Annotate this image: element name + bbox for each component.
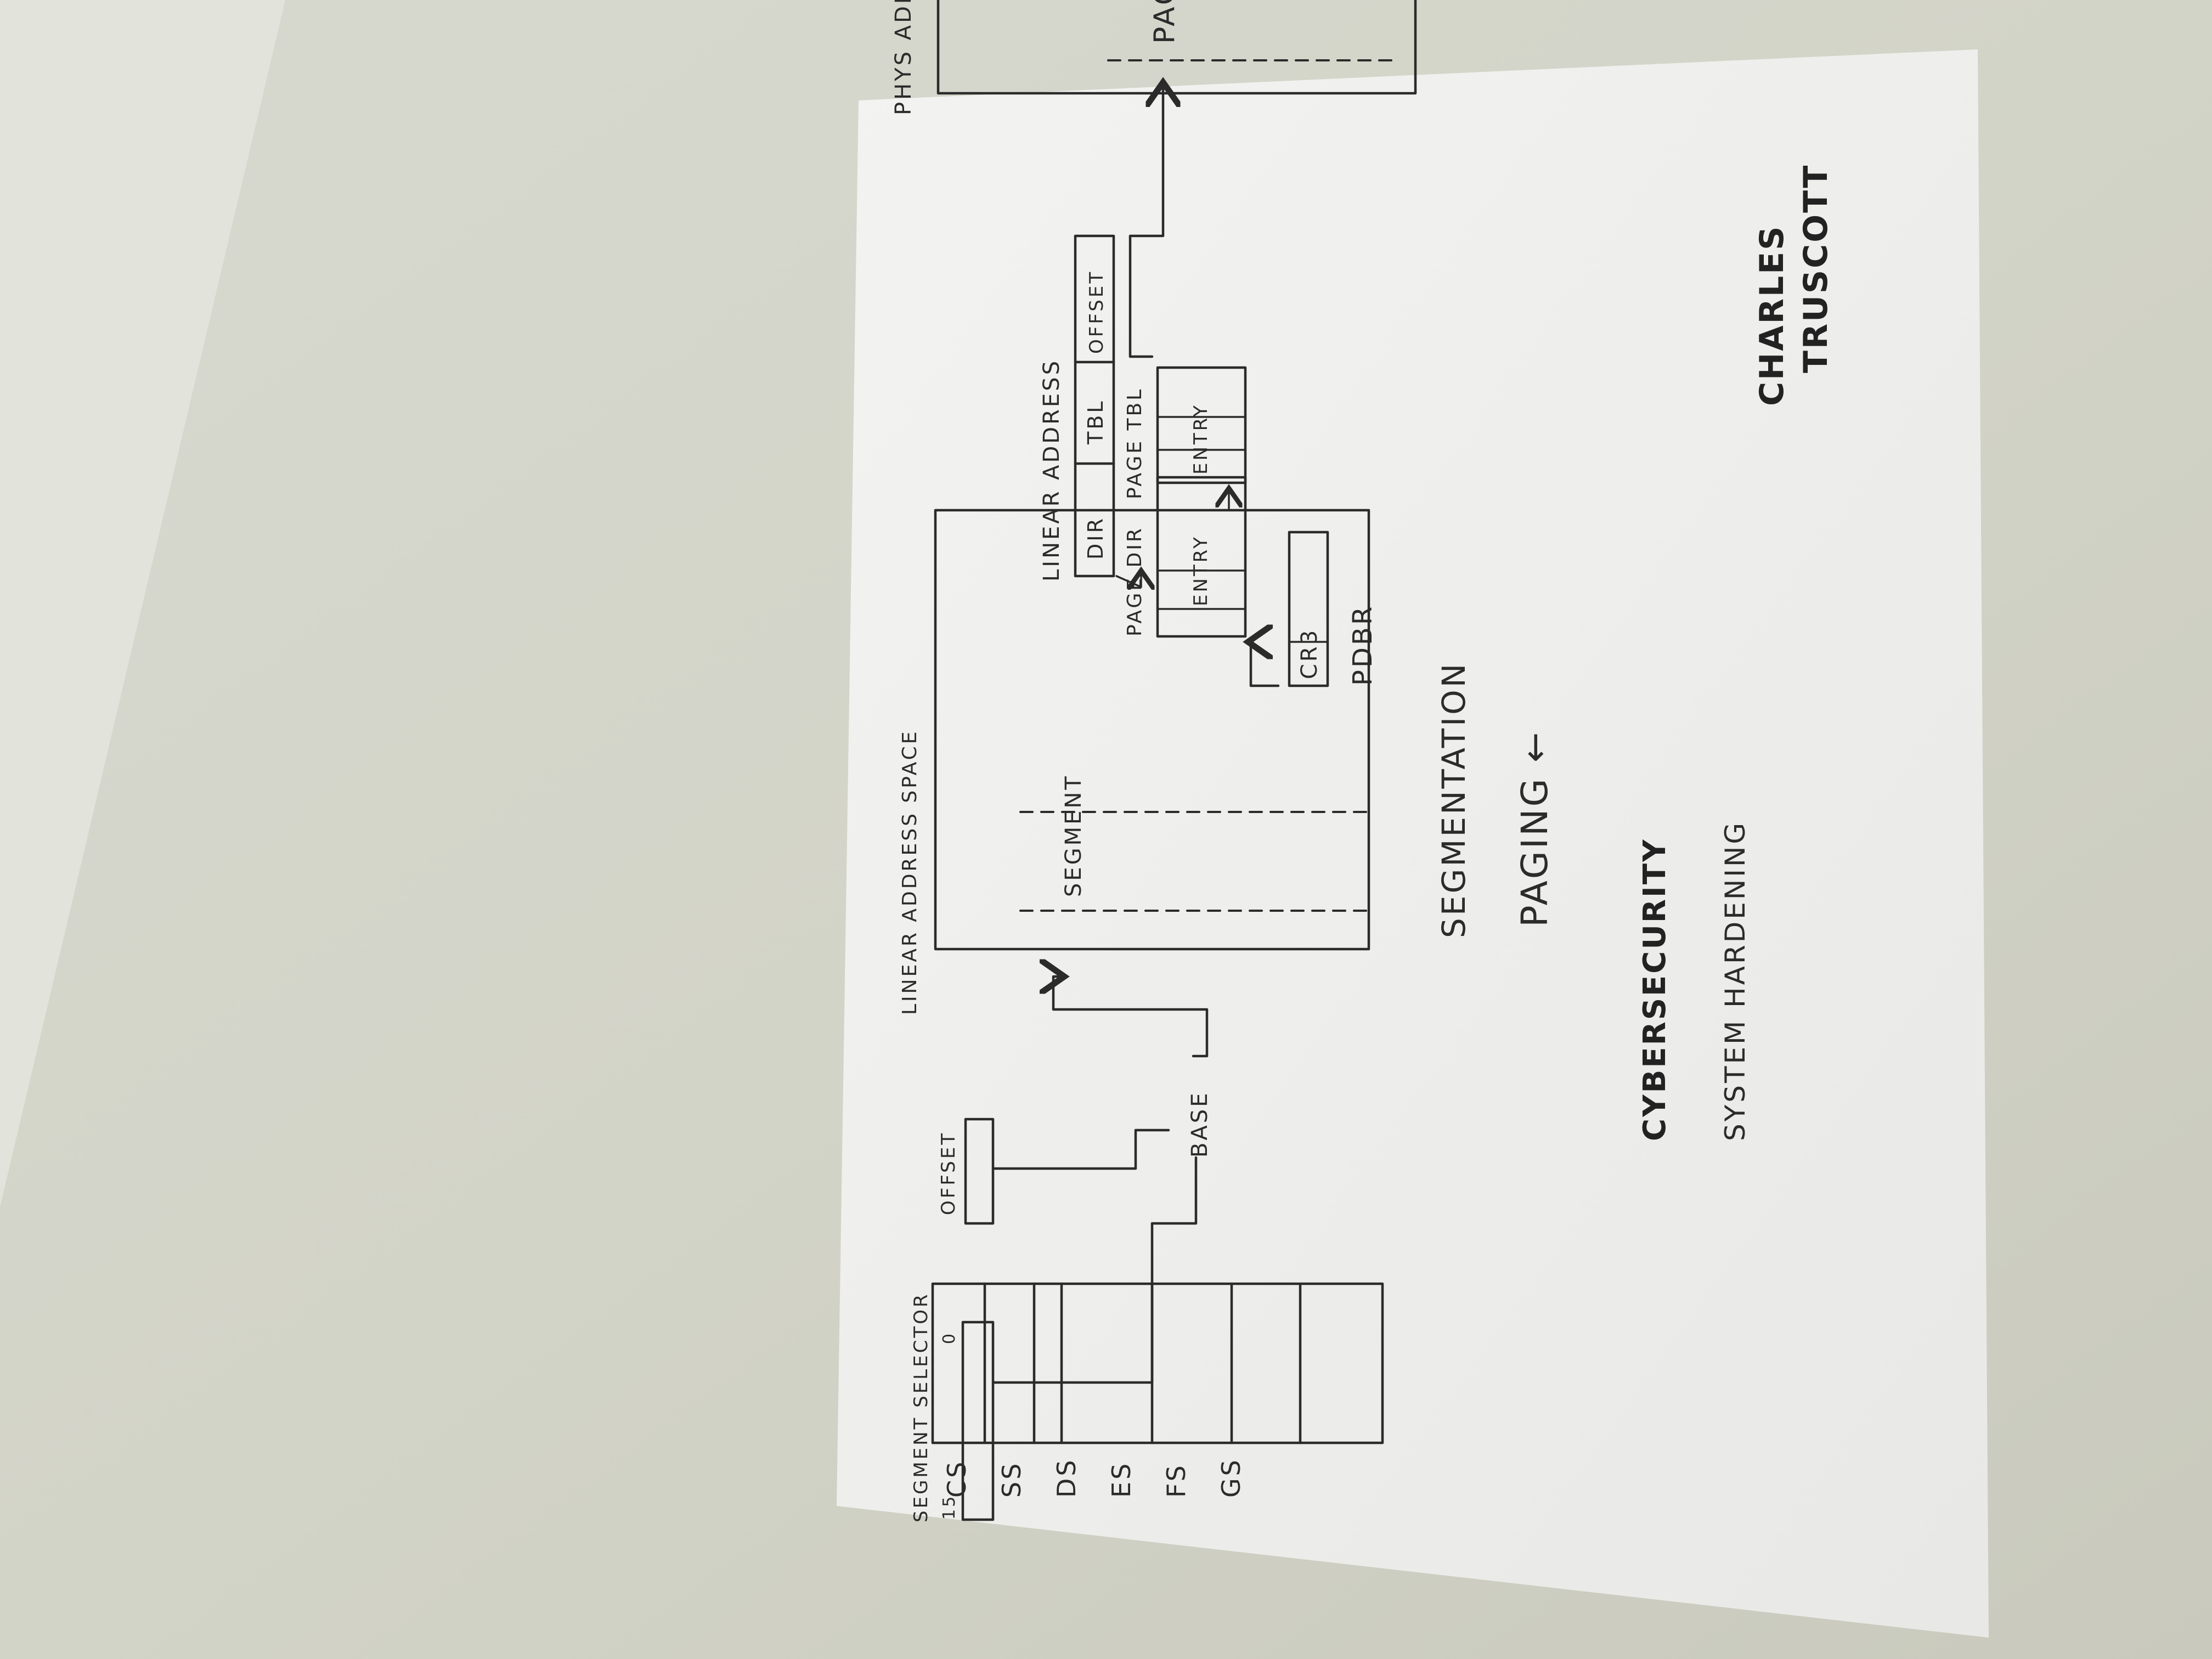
selector-bit-15: 15 bbox=[940, 1494, 959, 1520]
page-tbl-entry: ENTRY bbox=[1190, 403, 1212, 475]
linear-address-space: LINEAR ADDRESS SPACE SEGMENT bbox=[899, 509, 1370, 1015]
offset-to-base-line bbox=[991, 1128, 1170, 1170]
segment-selector-label: SEGMENT SELECTOR bbox=[910, 1292, 932, 1522]
register-label-cs: CS bbox=[942, 1460, 972, 1498]
cr3-label: CR3 bbox=[1297, 628, 1322, 679]
selector-to-base-line bbox=[991, 1156, 1198, 1384]
base-label: BASE bbox=[1187, 1091, 1212, 1158]
register-label-gs: GS bbox=[1216, 1458, 1246, 1498]
paper-sheet bbox=[837, 49, 1989, 1638]
note-system-hardening: SYSTEM HARDENING bbox=[1719, 821, 1751, 1141]
page-dir-label: PAGE DIR bbox=[1124, 526, 1146, 636]
selector-bit-0: 0 bbox=[940, 1331, 959, 1344]
register-label-ss: SS bbox=[997, 1462, 1026, 1498]
page-directory: PAGE DIR ENTRY bbox=[1124, 476, 1247, 638]
segment-label: SEGMENT bbox=[1061, 774, 1086, 897]
offset-label: OFFSET bbox=[938, 1131, 960, 1215]
note-segmentation: SEGMENTATION bbox=[1435, 662, 1472, 938]
page-label: PAGE bbox=[1148, 0, 1181, 44]
register-label-fs: FS bbox=[1161, 1463, 1191, 1498]
background-panel bbox=[0, 0, 285, 1207]
signature: CHARLES TRUSCOTT bbox=[1753, 164, 1835, 406]
page-table: PAGE TBL ENTRY bbox=[1124, 366, 1247, 511]
pdbr-label: PDBR bbox=[1347, 605, 1378, 686]
signature-text: CHARLES bbox=[1753, 225, 1791, 406]
cr3-register: CR3 PDBR bbox=[1248, 531, 1378, 687]
phys-addr-space-label: PHYS ADDR SPACE bbox=[891, 0, 916, 115]
linear-address-fields: LINEAR ADDRESS DIR TBL OFFSET bbox=[1039, 234, 1141, 587]
segment-selector: SEGMENT SELECTOR 15 0 bbox=[910, 1292, 995, 1522]
page-dir-entry: ENTRY bbox=[1190, 535, 1212, 606]
note-cybersecurity: CYBERSECURITY bbox=[1637, 838, 1673, 1141]
linear-address-label: LINEAR ADDRESS bbox=[1039, 359, 1064, 582]
base-to-segment-arrow bbox=[1053, 977, 1209, 1058]
diagram-group: CS SS DS ES FS GS SEGMENT SELECTOR 15 0 … bbox=[891, 0, 1835, 1522]
note-paging: PAGING bbox=[1514, 776, 1556, 927]
page-tbl-label: PAGE TBL bbox=[1124, 387, 1146, 499]
page-table-to-page-arrow bbox=[1128, 82, 1163, 358]
tbl-field: TBL bbox=[1084, 399, 1108, 445]
signature-text-2: TRUSCOTT bbox=[1797, 164, 1835, 373]
physical-address-space: PHYS ADDR SPACE PAGE bbox=[891, 0, 1417, 115]
paging-arrow-icon: ← bbox=[1514, 730, 1556, 763]
dir-field: DIR bbox=[1084, 516, 1108, 560]
offset-field: OFFSET bbox=[1086, 270, 1108, 354]
linear-address-space-label: LINEAR ADDRESS SPACE bbox=[899, 729, 921, 1015]
register-label-es: ES bbox=[1107, 1462, 1136, 1498]
offset-box: OFFSET bbox=[938, 1118, 995, 1225]
register-label-ds: DS bbox=[1052, 1458, 1081, 1498]
